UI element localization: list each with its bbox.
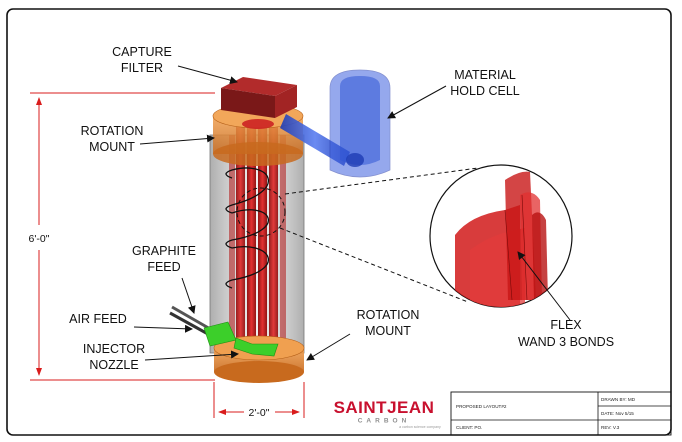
saint-jean-carbon-logo: SAINTJEAN CARBON a carbon science compan…: [325, 398, 443, 429]
rotation-mount-top-label-line2: MOUNT: [89, 140, 135, 154]
detail-circle: [236, 187, 286, 237]
flex-wand-label-line1: FLEX: [550, 318, 582, 332]
rotation-mount-bottom-label-line1: ROTATION: [357, 308, 420, 322]
injector-nozzle-label-line1: INJECTOR: [83, 342, 145, 356]
height-dimension-text: 6'-0": [29, 233, 50, 245]
coil-wire: [225, 167, 269, 289]
glass-tube: [209, 134, 305, 354]
width-dimension-text: 2'-0": [249, 407, 270, 419]
sheet-border: [6, 8, 672, 436]
air-feed-label: AIR FEED: [69, 312, 127, 326]
rotation-mount-top-label-line1: ROTATION: [81, 124, 144, 138]
capture-filter-label-line1: CAPTURE: [112, 45, 172, 59]
detail-view: [279, 164, 573, 308]
material-hold-cell-label-line1: MATERIAL: [454, 68, 516, 82]
title-block-drawn-by: DRAWN BY: MD: [601, 397, 636, 402]
title-block-date: DATE: Nov 5/15: [601, 411, 634, 416]
injector-nozzle: [203, 321, 279, 357]
graphite-feed-label-line2: FEED: [147, 260, 180, 274]
material-hold-cell: [280, 69, 391, 178]
logo-wordmark: SAINTJEAN: [334, 398, 435, 417]
rotation-mount-bottom: [213, 335, 305, 383]
graphite-feed-label-line1: GRAPHITE: [132, 244, 196, 258]
title-block: PROPOSED LAYOUT#2 DRAWN BY: MD DATE: Nov…: [450, 391, 672, 436]
capture-filter-label-line2: FILTER: [121, 61, 163, 75]
logo-tagline: a carbon science company: [399, 425, 441, 429]
title-block-client: CLIENT: PO.: [456, 425, 482, 430]
flex-wand-closeup: [455, 171, 548, 307]
graphite-rods: [229, 122, 286, 353]
height-dimension: [30, 92, 215, 381]
feed-lines: [169, 305, 213, 336]
rotation-mount-bottom-label-line2: MOUNT: [365, 324, 411, 338]
logo-subword: CARBON: [358, 418, 411, 425]
title-block-title: PROPOSED LAYOUT#2: [456, 404, 507, 409]
title-block-rev: REV: V.3: [601, 425, 620, 430]
capture-filter: [221, 77, 297, 118]
injector-nozzle-label-line2: NOZZLE: [89, 358, 138, 372]
reactor-column: [169, 69, 391, 383]
width-dimension: [213, 382, 305, 418]
material-hold-cell-label-line2: HOLD CELL: [450, 84, 520, 98]
flex-wand-label-line2: WAND 3 BONDS: [518, 335, 614, 349]
leader-lines: [133, 65, 571, 361]
